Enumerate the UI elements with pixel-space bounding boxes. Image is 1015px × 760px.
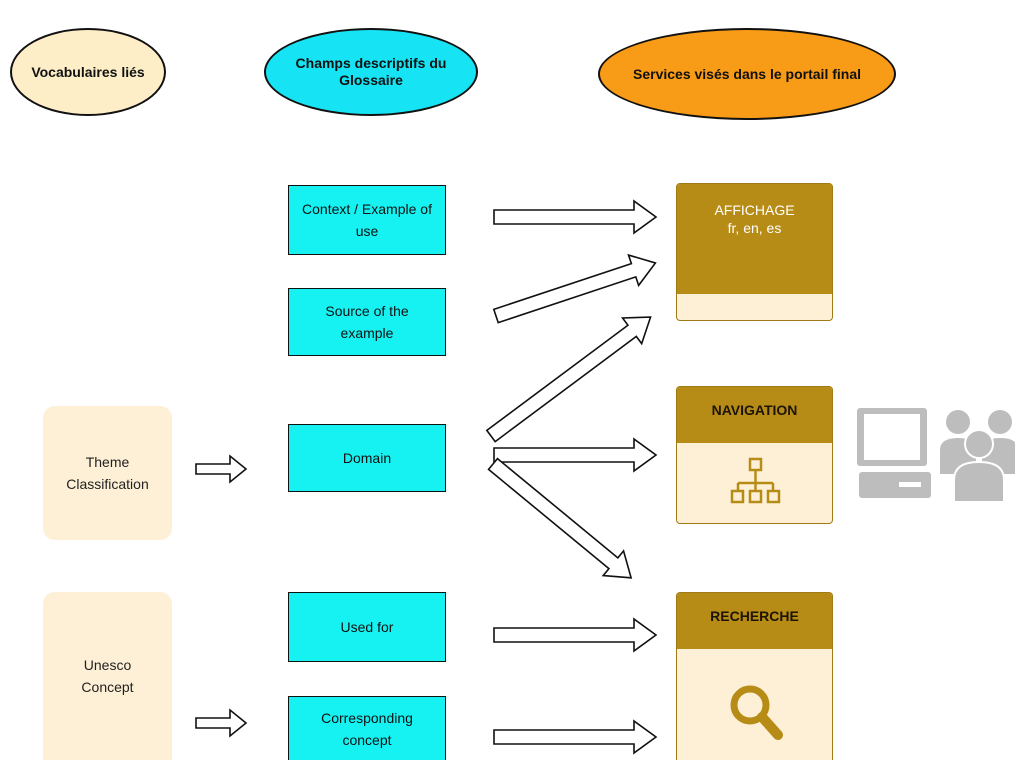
field-context-example: Context / Example of use: [288, 185, 446, 255]
magnifier-icon: [730, 685, 783, 740]
arrow-theme-to-domain: [195, 454, 248, 484]
users-icon: [940, 410, 1015, 502]
service-recherche: RECHERCHE: [676, 592, 833, 760]
arrow-source-to-affichage: [492, 253, 657, 324]
service-affichage-title: AFFICHAGE fr, en, es: [677, 184, 832, 294]
service-navigation-title: NAVIGATION: [677, 387, 832, 443]
header-vocabulaires: Vocabulaires liés: [10, 28, 166, 116]
header-services: Services visés dans le portail final: [598, 28, 896, 120]
service-recherche-title: RECHERCHE: [677, 593, 832, 649]
field-domain: Domain: [288, 424, 446, 492]
arrow-domain-to-navigation: [493, 437, 658, 473]
arrow-domain-to-recherche: [487, 457, 633, 579]
field-source-example: Source of the example: [288, 288, 446, 356]
sitemap-icon: [730, 457, 781, 504]
arrow-unesco-to-corresponding: [195, 708, 248, 738]
computer-icon: [857, 408, 931, 498]
field-corresponding-concept: Corresponding concept: [288, 696, 446, 760]
vocab-unesco-concept: Unesco Concept: [43, 592, 172, 760]
service-affichage: AFFICHAGE fr, en, es: [676, 183, 833, 321]
arrow-domain-to-affichage: [485, 316, 652, 443]
header-champs: Champs descriptifs du Glossaire: [264, 28, 478, 116]
arrow-corresponding-to-recherche: [493, 719, 658, 755]
arrow-context-to-affichage: [493, 199, 658, 235]
vocab-theme-classification: Theme Classification: [43, 406, 172, 540]
arrow-usedfor-to-recherche: [493, 617, 658, 653]
field-used-for: Used for: [288, 592, 446, 662]
service-navigation: NAVIGATION: [676, 386, 833, 524]
